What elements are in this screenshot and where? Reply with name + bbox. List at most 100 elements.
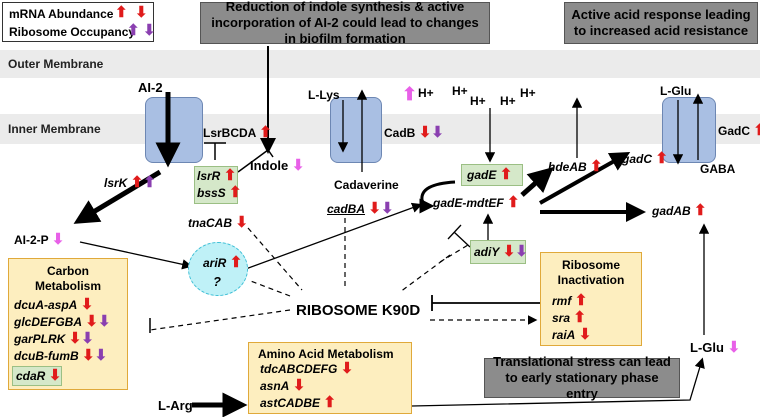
- ai2p-down-icon: ⬇: [51, 231, 65, 248]
- garplrk-mrna-down-icon: ⬇: [68, 330, 82, 347]
- arir-label: ariR ⬆: [203, 254, 243, 271]
- ribosome-k90d-label: RIBOSOME K90D: [296, 302, 421, 319]
- ast-label: astCADBE ⬆: [260, 394, 336, 411]
- asna-label: asnA ⬇: [260, 378, 305, 393]
- lsrk-label: lsrK ⬆⬆: [104, 175, 156, 190]
- legend: mRNA Abundance ⬆ ⬇ Ribosome Occupancy ⬆ …: [2, 2, 156, 42]
- amino-acid-title: Amino Acid Metabolism: [258, 347, 394, 361]
- gadab-text: gadAB: [652, 204, 691, 218]
- lsrbcda-label: LsrBCDA ⬆: [203, 124, 272, 141]
- larg-label: L-Arg: [158, 398, 193, 413]
- inner-membrane-label: Inner Membrane: [8, 122, 101, 136]
- legend-ribosome-up-icon: ⬆: [127, 22, 140, 39]
- tnacab-text: tnaCAB: [188, 216, 232, 230]
- cdar-text: cdaR: [16, 369, 46, 383]
- gaba-label: GABA: [700, 162, 736, 176]
- tdc-label: tdcABCDEFG ⬇: [260, 360, 354, 377]
- translational-stress-callout: Translational stress can lead to early s…: [484, 354, 680, 401]
- rmf-label: rmf ⬆: [552, 292, 588, 309]
- ast-text: astCADBE: [260, 396, 321, 410]
- gadc-gene-text: gadC: [622, 152, 652, 166]
- ai2-label: AI-2: [138, 80, 163, 95]
- carbon-item-dcua: dcuA-aspA ⬇: [14, 296, 94, 313]
- garplrk-ribosome-down-icon: ⬇: [81, 330, 94, 347]
- lsrr-label: lsrR ⬆: [197, 168, 236, 183]
- indole-down-icon: ⬇: [291, 157, 305, 174]
- gade-mdtef-label: gadE-mdtEF ⬆: [433, 194, 520, 211]
- bsss-mrna-up-icon: ⬆: [229, 184, 242, 201]
- arir-mrna-up-icon: ⬆: [229, 254, 243, 271]
- ast-mrna-up-icon: ⬆: [323, 394, 336, 411]
- dcub-fumb-mrna-down-icon: ⬇: [82, 347, 95, 364]
- cadba-mrna-down-icon: ⬇: [368, 200, 381, 217]
- sra-label: sra ⬆: [552, 309, 586, 326]
- lsrr-text: lsrR: [197, 169, 221, 183]
- rmf-mrna-up-icon: ⬆: [574, 292, 588, 309]
- lglu-top-label: L-Glu: [660, 84, 692, 98]
- carbon-item-gar: garPLRK ⬇⬇: [14, 330, 94, 347]
- cadba-label: cadBA ⬇⬇: [327, 200, 394, 217]
- arir-question: ?: [213, 274, 221, 289]
- proton-up-icon: ⬆: [402, 84, 418, 104]
- gade-mdtef-mrna-up-icon: ⬆: [507, 194, 520, 211]
- proton-4: H+: [500, 94, 516, 108]
- ai2p-text: AI-2-P: [14, 233, 49, 247]
- legend-ribosome-down-icon: ⬇: [143, 22, 156, 39]
- llys-label: L-Lys: [308, 88, 340, 102]
- cdar-mrna-down-icon: ⬇: [48, 367, 62, 384]
- tdc-mrna-down-icon: ⬇: [340, 360, 354, 377]
- proton-2: H+: [452, 84, 468, 98]
- ai2p-label: AI-2-P ⬇: [14, 231, 65, 248]
- carbon-item-glc: glcDEFGBA ⬇⬇: [14, 313, 111, 330]
- bsss-text: bssS: [197, 186, 226, 200]
- sra-mrna-up-icon: ⬆: [573, 309, 586, 326]
- glcdefgba-mrna-down-icon: ⬇: [85, 313, 98, 330]
- carbon-item-dcub: dcuB-fumB ⬇⬇: [14, 347, 108, 364]
- lsrbcda-text: LsrBCDA: [203, 126, 256, 140]
- gade-text: gadE: [467, 168, 497, 182]
- garplrk-text: garPLRK: [14, 332, 66, 346]
- gadc-protein-label: GadC ⬆: [718, 123, 760, 138]
- gadc-gene-mrna-up-icon: ⬆: [655, 150, 668, 167]
- cadb-ribosome-down-icon: ⬇: [431, 124, 444, 141]
- dcua-aspa-mrna-down-icon: ⬇: [80, 296, 94, 313]
- tnacab-mrna-down-icon: ⬇: [235, 214, 248, 231]
- dcub-fumb-ribosome-down-icon: ⬇: [94, 347, 108, 364]
- cadba-ribosome-down-icon: ⬇: [380, 200, 394, 217]
- rmf-text: rmf: [552, 294, 572, 308]
- raia-label: raiA ⬇: [552, 326, 592, 343]
- cadba-text: cadBA: [327, 202, 366, 216]
- adiy-ribosome-down-icon: ⬇: [515, 243, 528, 260]
- glcdefgba-ribosome-down-icon: ⬇: [97, 313, 111, 330]
- ribosome-inactivation-title: Ribosome Inactivation: [557, 258, 625, 287]
- bsss-label: bssS ⬆: [197, 184, 242, 201]
- dcub-fumb-text: dcuB-fumB: [14, 349, 79, 363]
- lglu-right-down-icon: ⬇: [727, 339, 741, 356]
- raia-text: raiA: [552, 328, 576, 342]
- biofilm-callout: Reduction of indole synthesis & active i…: [200, 0, 490, 46]
- arir-text: ariR: [203, 256, 227, 270]
- cadb-mrna-down-icon: ⬇: [418, 124, 432, 141]
- arir-circle: [188, 242, 248, 296]
- lsrr-bsss-box: [194, 166, 238, 204]
- gadab-label: gadAB ⬆: [652, 203, 707, 218]
- gadc-transporter: [662, 97, 716, 163]
- lsrbcda-mrna-up-icon: ⬆: [259, 124, 272, 141]
- adiy-box: [470, 240, 526, 264]
- ribosome-inactivation-box: [540, 252, 642, 346]
- outer-membrane: [0, 50, 760, 78]
- cadb-text: CadB: [384, 126, 416, 140]
- cdar-box: [12, 366, 62, 386]
- asna-text: asnA: [260, 379, 290, 393]
- raia-mrna-down-icon: ⬇: [578, 326, 592, 343]
- proton-3: H+: [470, 94, 486, 108]
- amino-acid-box: [248, 342, 412, 414]
- cadb-label: CadB ⬇⬇: [384, 124, 444, 141]
- gade-label: gadE ⬆: [467, 167, 512, 182]
- proton-5: H+: [520, 86, 536, 100]
- legend-mrna-label: mRNA Abundance: [9, 7, 114, 21]
- dcua-aspa-text: dcuA-aspA: [14, 298, 78, 312]
- hdeab-mrna-up-icon: ⬆: [590, 158, 603, 175]
- legend-mrna-up-icon: ⬆: [115, 4, 128, 21]
